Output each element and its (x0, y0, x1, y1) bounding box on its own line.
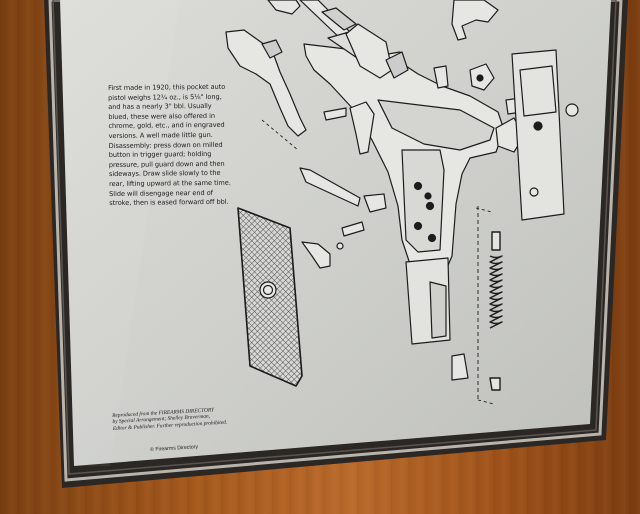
description-text: First made in 1920, this pocket auto pis… (108, 83, 241, 209)
description-line: rear, lifting upward at the same time. (109, 178, 231, 188)
recoil-spring (489, 231, 503, 391)
exploded-pistol-diagram (225, 0, 579, 405)
right-grip-panel (511, 49, 565, 221)
description-line: stroke, then is eased forward off bbl. (109, 197, 229, 208)
frame-moulding (48, 0, 623, 482)
